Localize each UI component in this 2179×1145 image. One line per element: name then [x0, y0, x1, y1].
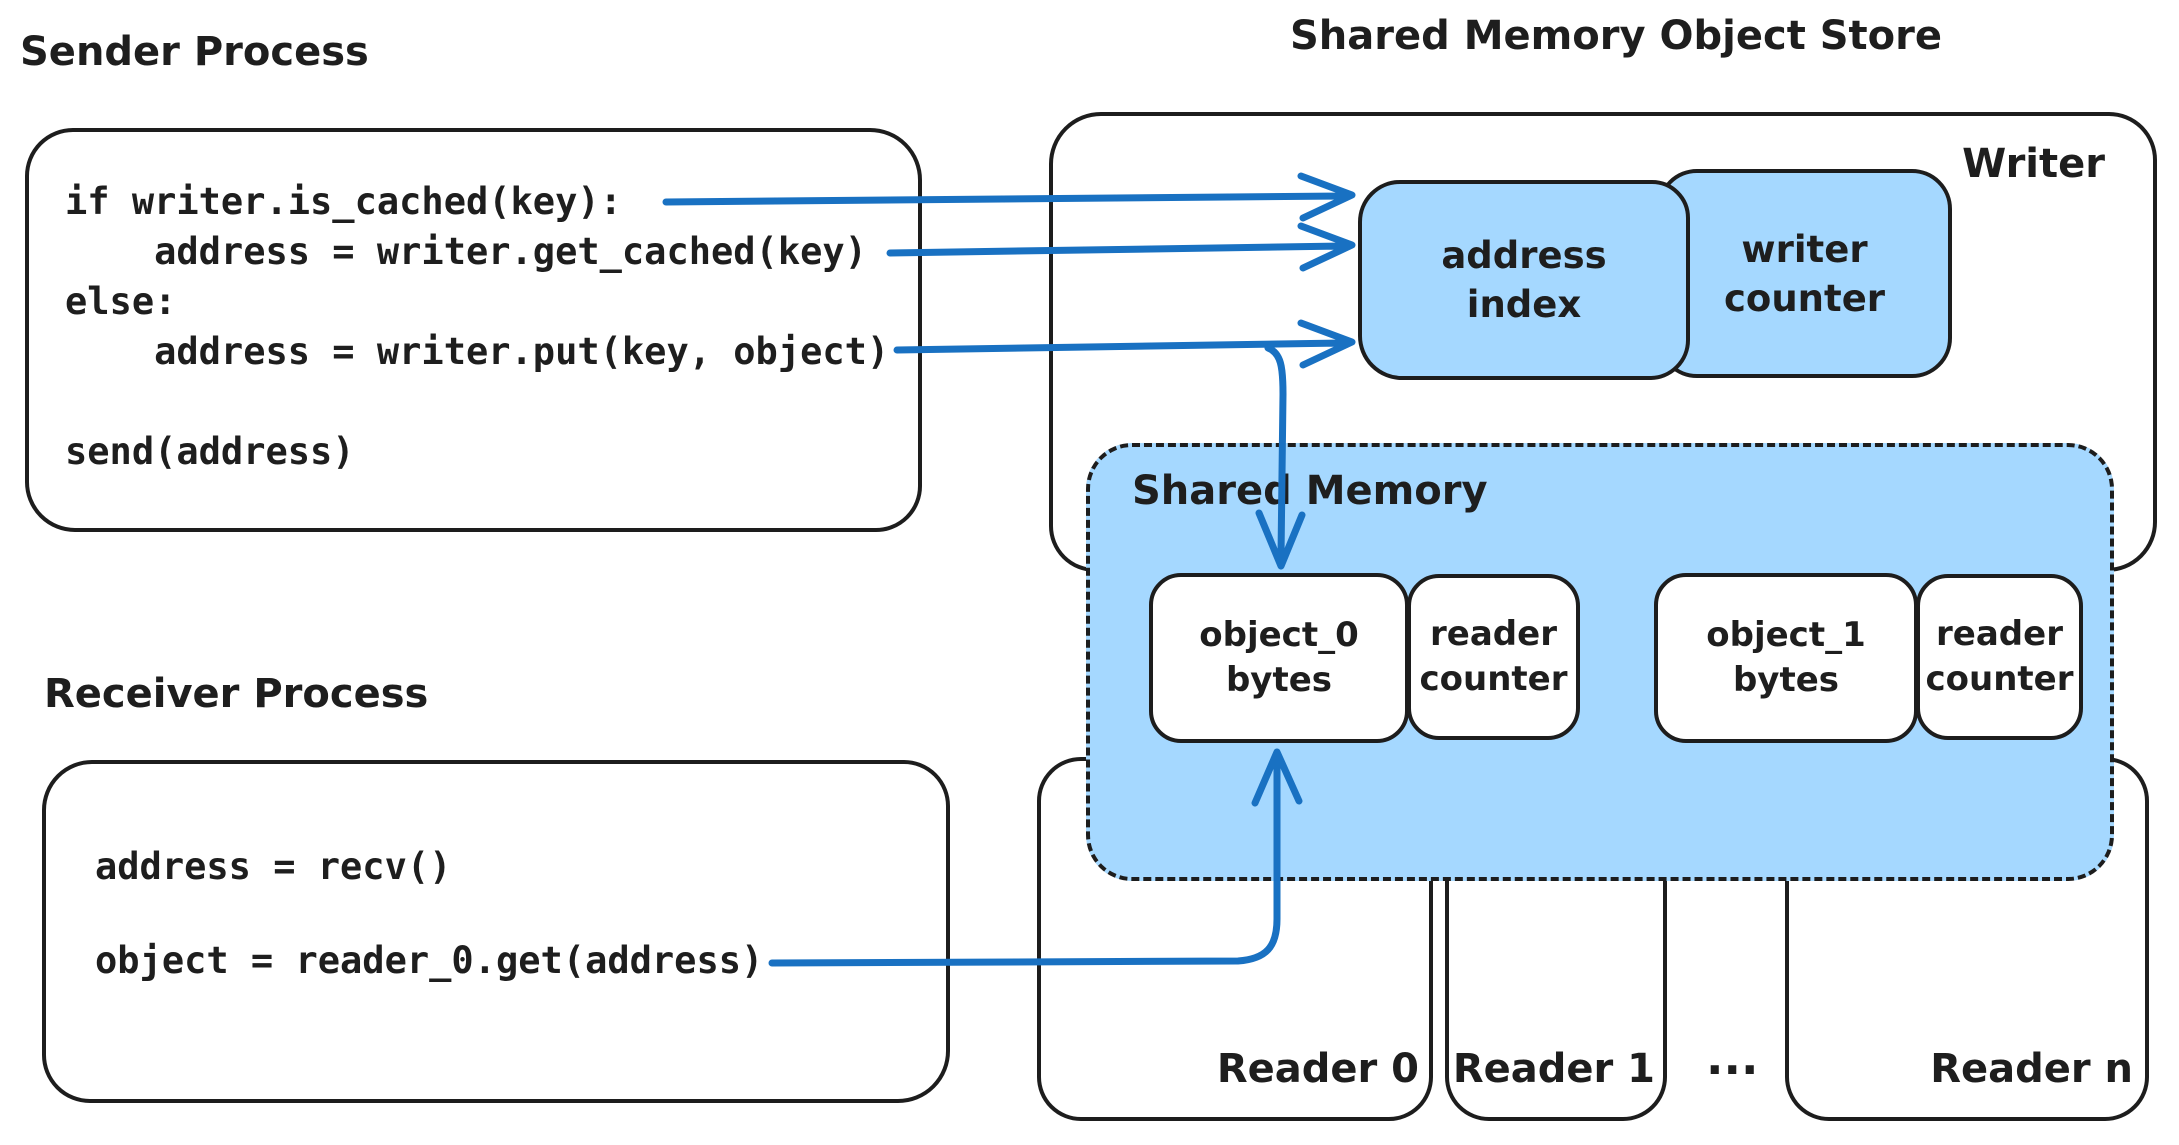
- reader-counter-1-label: reader counter: [1920, 578, 2079, 736]
- object-0-label: object_0 bytes: [1153, 577, 1405, 739]
- store-title: Shared Memory Object Store: [1290, 13, 1943, 59]
- writer-counter-line2: counter: [1723, 276, 1886, 320]
- object-1-line1: object_1: [1706, 615, 1866, 655]
- object-0-line1: object_0: [1199, 615, 1359, 655]
- address-index-label: address index: [1362, 184, 1686, 376]
- reader-n-label: Reader n: [1930, 1046, 2133, 1092]
- reader-0-label: Reader 0: [1216, 1046, 1419, 1092]
- object-1-line2: bytes: [1732, 660, 1840, 700]
- receiver-code: address = recv() object = reader_0.get(a…: [95, 845, 764, 982]
- receiver-process-title: Receiver Process: [44, 671, 429, 717]
- reader-counter-0-box: reader counter: [1407, 574, 1580, 740]
- reader-counter-0-label: reader counter: [1411, 578, 1576, 736]
- reader-counter-1-line2: counter: [1925, 659, 2074, 699]
- readers-ellipsis: ...: [1706, 1031, 1759, 1085]
- address-index-line2: index: [1466, 283, 1582, 326]
- reader-counter-1-line1: reader: [1936, 614, 2063, 654]
- reader-counter-0-line1: reader: [1430, 614, 1557, 654]
- object-0-line2: bytes: [1225, 660, 1333, 700]
- writer-counter-box: writer counter: [1657, 169, 1952, 378]
- sender-code: if writer.is_cached(key): address = writ…: [65, 180, 890, 473]
- reader-1-label: Reader 1: [1452, 1046, 1655, 1092]
- object-1-label: object_1 bytes: [1658, 577, 1914, 739]
- reader-counter-1-box: reader counter: [1916, 574, 2083, 740]
- shared-memory-label: Shared Memory: [1132, 468, 1488, 514]
- writer-label: Writer: [1962, 141, 2105, 187]
- address-index-line1: address: [1441, 234, 1607, 277]
- object-0-box: object_0 bytes: [1149, 573, 1409, 743]
- writer-counter-line1: writer: [1741, 227, 1868, 271]
- address-index-box: address index: [1358, 180, 1690, 380]
- writer-counter-label: writer counter: [1661, 173, 1948, 374]
- object-1-box: object_1 bytes: [1654, 573, 1918, 743]
- sender-process-title: Sender Process: [20, 29, 369, 75]
- reader-counter-0-line2: counter: [1419, 659, 1568, 699]
